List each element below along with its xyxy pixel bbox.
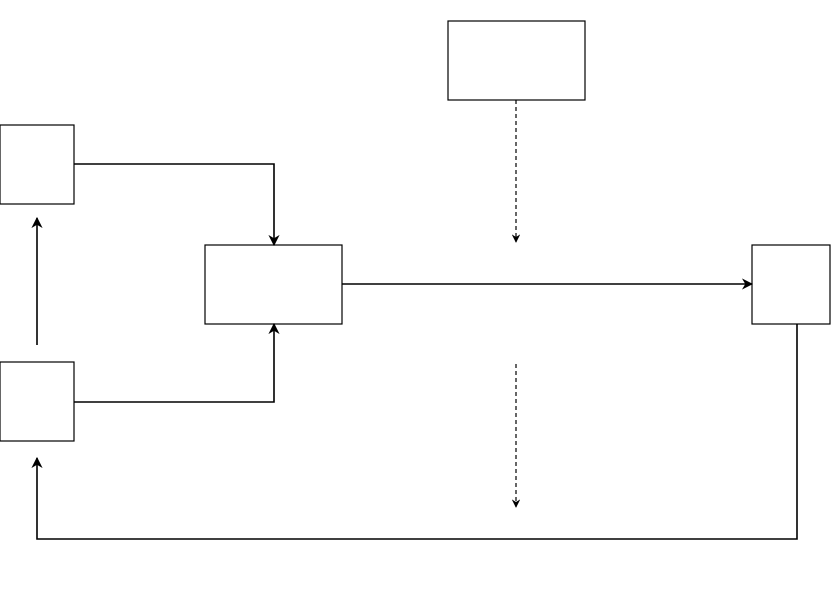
block-left-lower[interactable] <box>0 361 75 442</box>
arrow-left-upper-to-center <box>74 163 280 247</box>
block-top-center[interactable] <box>447 20 586 101</box>
block-left-upper[interactable] <box>0 124 75 205</box>
arrow-right-feedback-to-left-lower <box>31 324 798 540</box>
block-right[interactable] <box>751 244 831 325</box>
arrow-left-lower-to-center <box>74 322 280 403</box>
block-center[interactable] <box>204 244 343 325</box>
